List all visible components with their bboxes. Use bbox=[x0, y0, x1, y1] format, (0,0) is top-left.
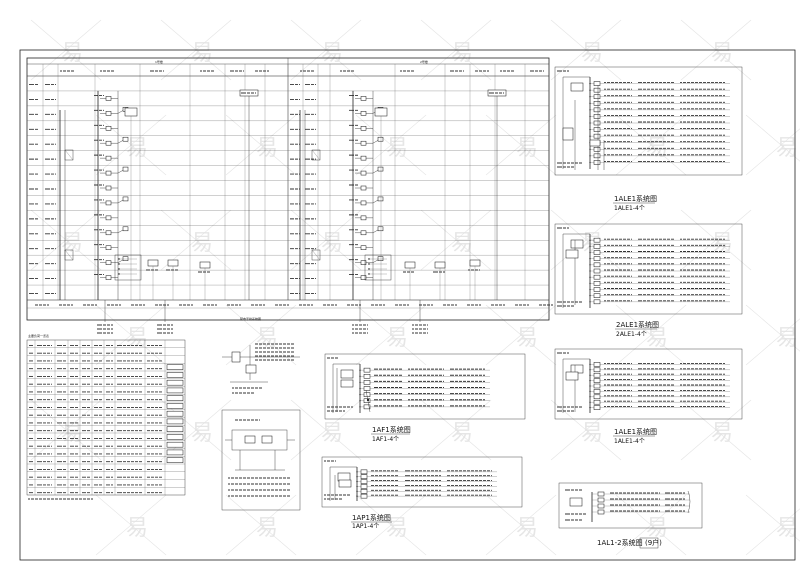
panel-2ale1: 2ALE1系统图 2ALE1-4个 bbox=[554, 223, 743, 338]
panel-1ale1-top-title: 1ALE1系统图 bbox=[614, 194, 657, 203]
riser-zone-b-title: 2号楼 bbox=[420, 59, 428, 64]
panel-1ap1-title: 1AP1系统图 bbox=[352, 513, 391, 522]
detail-sketch-frame bbox=[221, 409, 301, 511]
watermark-layer: 易易易易易易易易易易易易易易易易易易易易易易易易易易易易易易易易易易易易 bbox=[30, 19, 800, 556]
riser-caption: 配电干线系统图 bbox=[240, 316, 261, 321]
drawing-border bbox=[19, 49, 796, 561]
riser-feeders bbox=[97, 300, 428, 334]
riser-zone-a-title: 1号楼 bbox=[155, 59, 163, 64]
riser-diagram: 1号楼 2号楼 配电干线系统图 bbox=[26, 57, 553, 334]
panel-1af1-title: 1AF1系统图 bbox=[372, 425, 411, 434]
panel-2ale1-subtitle: 2ALE1-4个 bbox=[616, 331, 647, 338]
load-table-title: 主要负荷一览表 bbox=[28, 333, 49, 338]
panel-1ale1-top-subtitle: 1ALE1-4个 bbox=[614, 205, 645, 212]
panel-1ale1-mid-subtitle: 1ALE1-4个 bbox=[614, 438, 645, 445]
panel-1al1-2: 1AL1-2系统图 (9户) bbox=[558, 482, 703, 549]
panel-1ale1-top: 1ALE1系统图 1ALE1-4个 bbox=[554, 66, 743, 212]
panel-1ale1-mid-title: 1ALE1系统图 bbox=[614, 427, 657, 436]
riser-grid bbox=[27, 64, 553, 309]
panel-1af1-subtitle: 1AF1-4个 bbox=[372, 436, 399, 443]
riser-devices bbox=[59, 89, 507, 300]
load-table-grid bbox=[27, 340, 185, 500]
panel-1ap1-subtitle: 1AP1-4个 bbox=[352, 523, 379, 530]
panel-1al1-2-subtitle: (9户) bbox=[645, 538, 662, 547]
panel-2ale1-title: 2ALE1系统图 bbox=[616, 320, 659, 329]
detail-sketch-lower bbox=[221, 409, 301, 511]
panel-1ale1-mid: 1ALE1系统图 1ALE1-4个 bbox=[554, 348, 743, 445]
detail-sketch-upper bbox=[222, 343, 300, 394]
panel-1ap1: 1AP1系统图 1AP1-4个 bbox=[321, 456, 523, 530]
panel-1al1-2-title: 1AL1-2系统图 bbox=[597, 538, 643, 547]
panel-1af1: 1AF1系统图 1AF1-4个 bbox=[324, 353, 526, 443]
load-table: 主要负荷一览表 bbox=[26, 333, 186, 500]
